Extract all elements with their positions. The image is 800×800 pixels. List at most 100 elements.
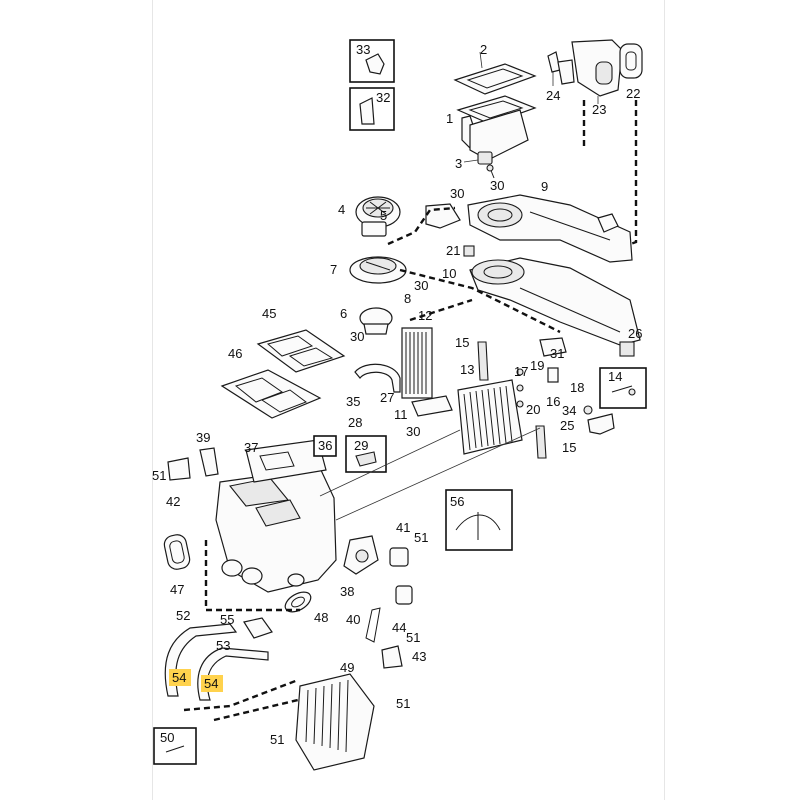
filter-12 bbox=[401, 327, 433, 399]
callout-label-51: 51 bbox=[406, 630, 420, 645]
callout-label-11: 11 bbox=[394, 407, 408, 422]
hose-25 bbox=[587, 413, 615, 435]
callout-label-48: 48 bbox=[314, 610, 328, 625]
callout-label-7: 7 bbox=[330, 262, 337, 277]
part-34 bbox=[583, 405, 593, 415]
callout-label-54: 54 bbox=[204, 676, 218, 691]
callout-label-3: 3 bbox=[455, 156, 462, 171]
actuator-38 bbox=[343, 535, 379, 575]
callout-label-47: 47 bbox=[170, 582, 184, 597]
callout-label-52: 52 bbox=[176, 608, 190, 623]
pipe-53 bbox=[197, 647, 269, 701]
callout-label-14: 14 bbox=[608, 369, 622, 384]
actuator-44 bbox=[395, 585, 413, 605]
part-56-box bbox=[445, 489, 513, 551]
callout-label-54: 54 bbox=[172, 670, 186, 685]
screw-30-top bbox=[486, 164, 495, 179]
part-48-seal bbox=[284, 591, 312, 613]
callout-label-50: 50 bbox=[160, 730, 174, 745]
callout-label-33: 33 bbox=[356, 42, 370, 57]
callout-label-56: 56 bbox=[450, 494, 464, 509]
filter-frame-45 bbox=[256, 329, 346, 373]
filter-frame-46 bbox=[220, 369, 322, 419]
part-22-seal bbox=[619, 43, 643, 79]
blower-housing-7 bbox=[349, 256, 407, 284]
right-margin-line bbox=[664, 0, 665, 800]
callout-label-46: 46 bbox=[228, 346, 242, 361]
callout-label-17: 17 bbox=[514, 364, 528, 379]
callout-label-45: 45 bbox=[262, 306, 276, 321]
callout-label-6: 6 bbox=[340, 306, 347, 321]
callout-label-43: 43 bbox=[412, 649, 426, 664]
callout-label-23: 23 bbox=[592, 102, 606, 117]
callout-label-18: 18 bbox=[570, 380, 584, 395]
part-47-seal bbox=[163, 534, 191, 570]
callout-label-30: 30 bbox=[350, 329, 364, 344]
left-margin-line bbox=[152, 0, 153, 800]
callout-label-30: 30 bbox=[414, 278, 428, 293]
callout-label-12: 12 bbox=[418, 308, 432, 323]
callout-label-24: 24 bbox=[546, 88, 560, 103]
actuator-43 bbox=[381, 645, 403, 669]
callout-label-55: 55 bbox=[220, 612, 234, 627]
callout-label-27: 27 bbox=[380, 390, 394, 405]
callout-label-15: 15 bbox=[562, 440, 576, 455]
actuator-41 bbox=[389, 547, 409, 567]
callout-highlight bbox=[169, 669, 191, 686]
part-42-bracket bbox=[167, 457, 191, 481]
callout-label-8: 8 bbox=[404, 291, 411, 306]
callout-label-42: 42 bbox=[166, 494, 180, 509]
blower-motor-4 bbox=[355, 196, 401, 237]
callout-label-15: 15 bbox=[455, 335, 469, 350]
part-29-box bbox=[345, 435, 387, 473]
heater-core-49 bbox=[295, 673, 375, 771]
callout-label-5: 5 bbox=[380, 208, 387, 223]
callout-label-31: 31 bbox=[550, 346, 564, 361]
callout-label-9: 9 bbox=[541, 179, 548, 194]
callout-label-51: 51 bbox=[396, 696, 410, 711]
part-21-clip bbox=[463, 245, 475, 257]
callout-label-10: 10 bbox=[442, 266, 456, 281]
valve-16-17-18-19-20 bbox=[516, 367, 559, 408]
part-23-bracket bbox=[571, 39, 623, 104]
part-33-box bbox=[349, 39, 395, 83]
part-31-bracket bbox=[539, 337, 567, 357]
callout-label-51: 51 bbox=[152, 468, 166, 483]
part-39-bracket bbox=[199, 447, 219, 477]
part-32-box bbox=[349, 87, 395, 131]
callout-label-21: 21 bbox=[446, 243, 460, 258]
callout-label-26: 26 bbox=[628, 326, 642, 341]
part-55 bbox=[243, 617, 273, 639]
callout-label-36: 36 bbox=[318, 438, 332, 453]
housing-lower-10 bbox=[469, 257, 641, 357]
part-50-box bbox=[153, 727, 197, 765]
callout-label-53: 53 bbox=[216, 638, 230, 653]
callout-label-20: 20 bbox=[526, 402, 540, 417]
callout-label-49: 49 bbox=[340, 660, 354, 675]
part-36-box bbox=[313, 435, 337, 457]
callout-label-37: 37 bbox=[244, 440, 258, 455]
callout-label-30: 30 bbox=[406, 424, 420, 439]
callout-label-34: 34 bbox=[562, 403, 576, 418]
part-6-motor bbox=[359, 307, 393, 335]
callout-label-22: 22 bbox=[626, 86, 640, 101]
link-40 bbox=[365, 607, 381, 643]
main-housing bbox=[215, 439, 337, 593]
callout-label-19: 19 bbox=[530, 358, 544, 373]
part-15-bracket-top bbox=[477, 341, 489, 381]
part-11-strip bbox=[411, 395, 453, 417]
callout-label-41: 41 bbox=[396, 520, 410, 535]
callout-label-13: 13 bbox=[460, 362, 474, 377]
callout-label-16: 16 bbox=[546, 394, 560, 409]
hose-27 bbox=[354, 363, 401, 393]
part-3-clip bbox=[463, 151, 493, 165]
callout-label-30: 30 bbox=[450, 186, 464, 201]
callout-label-51: 51 bbox=[414, 530, 428, 545]
callout-label-29: 29 bbox=[354, 438, 368, 453]
callout-label-51: 51 bbox=[270, 732, 284, 747]
callout-label-44: 44 bbox=[392, 620, 406, 635]
callout-label-35: 35 bbox=[346, 394, 360, 409]
callout-label-4: 4 bbox=[338, 202, 345, 217]
callout-label-39: 39 bbox=[196, 430, 210, 445]
callout-label-1: 1 bbox=[446, 111, 453, 126]
